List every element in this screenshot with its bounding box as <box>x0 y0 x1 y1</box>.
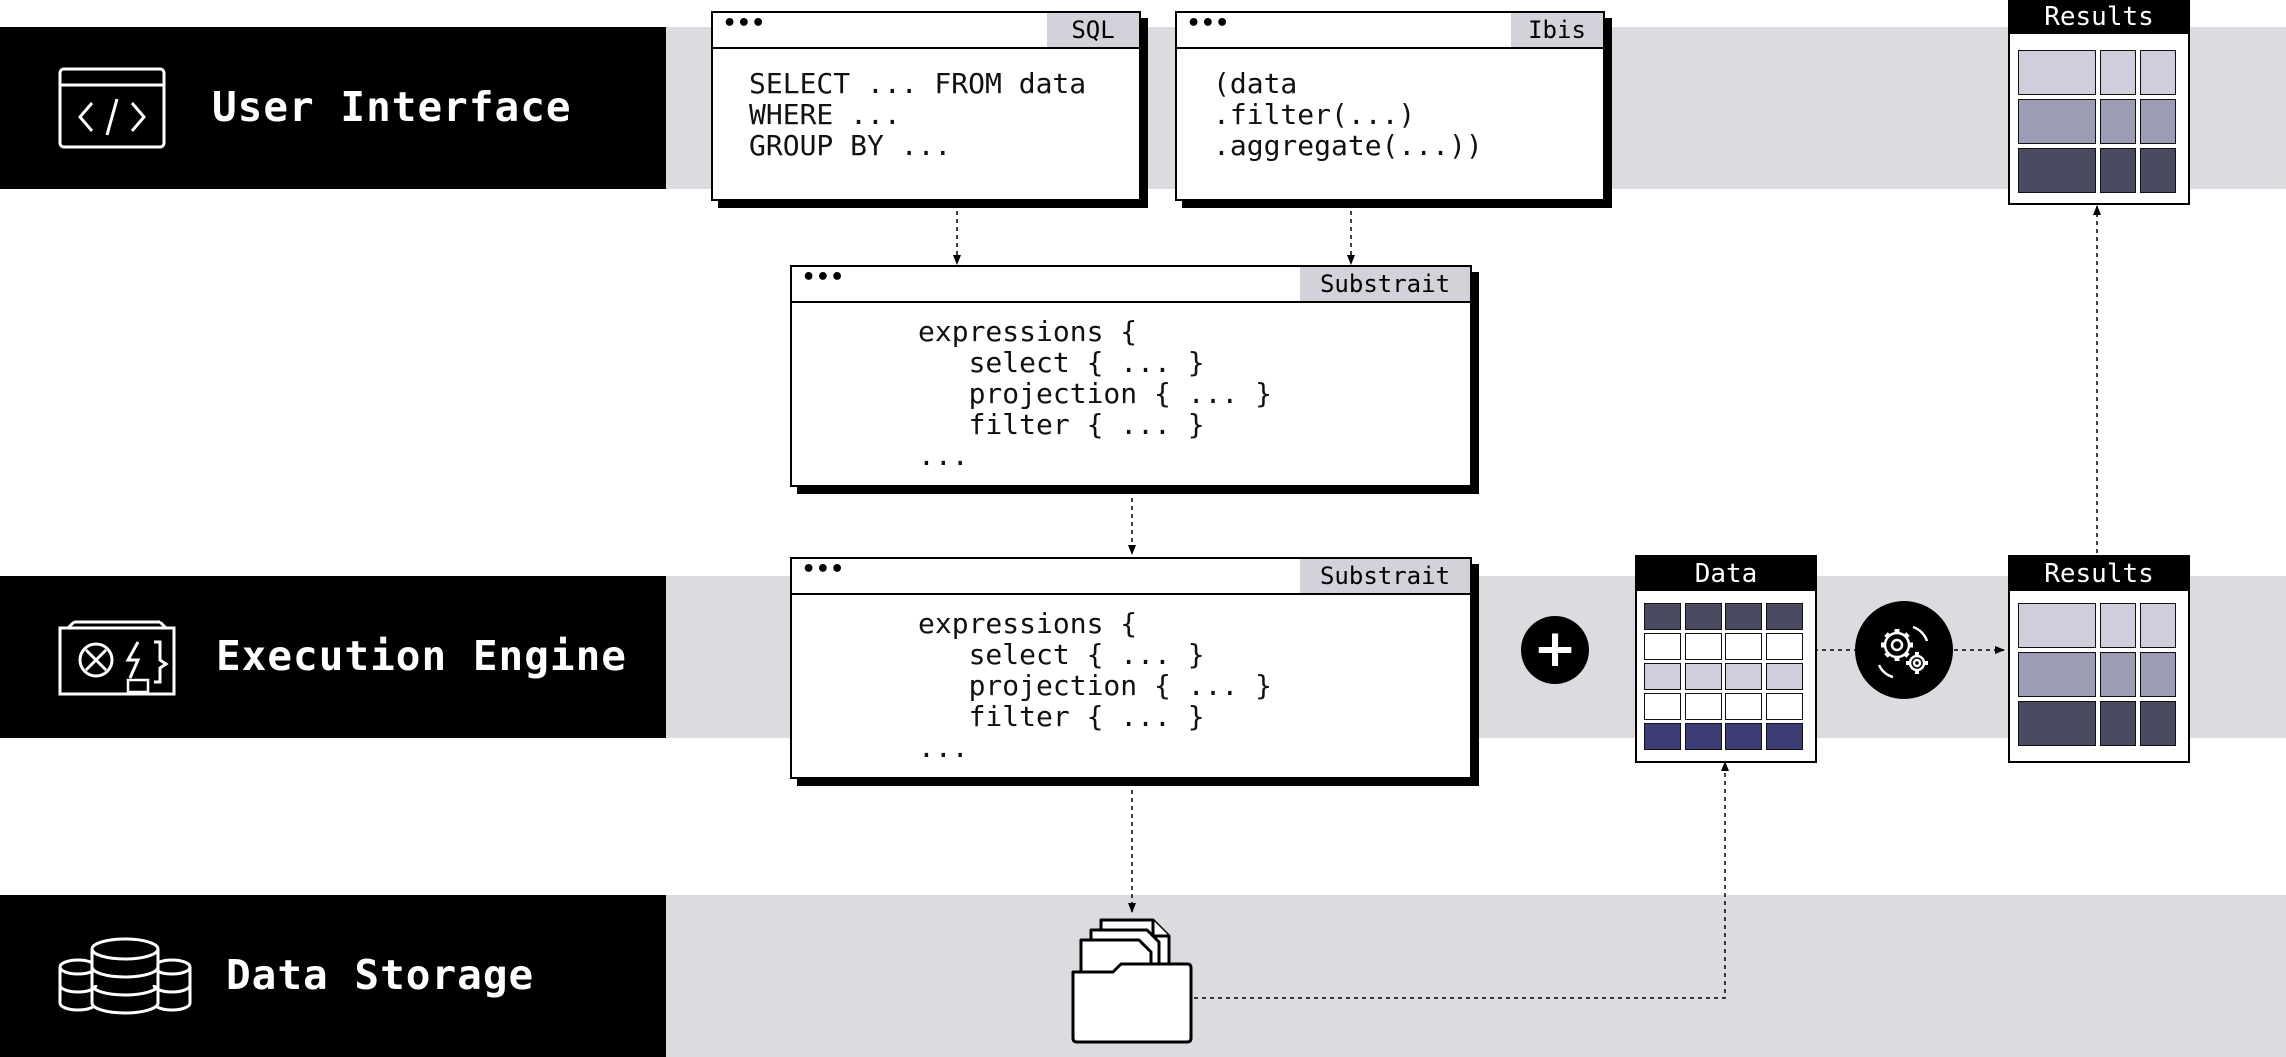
window-titlebar: ••• Substrait <box>792 559 1470 595</box>
ibis-code: (data .filter(...) .aggregate(...)) <box>1213 67 1483 162</box>
execution-engine-label: Execution Engine <box>0 576 666 738</box>
sql-code: SELECT ... FROM data WHERE ... GROUP BY … <box>749 67 1087 162</box>
table-cell <box>2018 701 2096 746</box>
sql-tag: SQL <box>1047 13 1139 47</box>
ibis-query-window: ••• Ibis (data .filter(...) .aggregate(.… <box>1175 11 1605 201</box>
database-stack-icon <box>58 937 192 1015</box>
data-storage-label: Data Storage <box>0 895 666 1057</box>
window-dots-icon: ••• <box>802 265 845 290</box>
window-dots-icon: ••• <box>723 11 766 36</box>
code-window-icon <box>58 67 166 149</box>
table-cell <box>1684 723 1722 750</box>
window-dots-icon: ••• <box>802 557 845 582</box>
folder-files-icon <box>1071 918 1193 1044</box>
results-ui-table: Results <box>2008 0 2190 205</box>
table-cell <box>2018 652 2096 697</box>
results-engine-header: Results <box>2010 557 2188 591</box>
plus-icon: + <box>1521 616 1589 684</box>
table-cell <box>1765 603 1803 630</box>
table-cell <box>2140 148 2176 193</box>
results-ui-header: Results <box>2010 0 2188 34</box>
table-cell <box>2140 50 2176 95</box>
sql-query-window: ••• SQL SELECT ... FROM data WHERE ... G… <box>711 11 1141 201</box>
data-table: Data <box>1635 555 1817 763</box>
substrait-plan-code: expressions { select { ... } projection … <box>918 315 1273 472</box>
table-cell <box>1725 693 1762 720</box>
table-cell <box>2100 603 2136 648</box>
window-titlebar: ••• Substrait <box>792 267 1470 303</box>
results-engine-table: Results <box>2008 555 2190 763</box>
table-cell <box>2140 701 2176 746</box>
table-cell <box>1684 603 1722 630</box>
table-cell <box>2018 50 2096 95</box>
table-cell <box>2100 701 2136 746</box>
table-cell <box>1644 633 1681 660</box>
table-cell <box>1765 693 1803 720</box>
table-cell <box>1684 693 1722 720</box>
table-cell <box>1725 663 1762 690</box>
substrait-tag: Substrait <box>1300 267 1470 301</box>
table-cell <box>1765 723 1803 750</box>
substrait-engine-code: expressions { select { ... } projection … <box>918 607 1273 764</box>
table-cell <box>1725 633 1762 660</box>
table-cell <box>1684 663 1722 690</box>
table-cell <box>1725 723 1762 750</box>
table-cell <box>2140 99 2176 144</box>
table-cell <box>2100 50 2136 95</box>
table-cell <box>1644 603 1681 630</box>
table-cell <box>1684 633 1722 660</box>
substrait-plan-window: ••• Substrait expressions { select { ...… <box>790 265 1472 487</box>
window-titlebar: ••• Ibis <box>1177 13 1603 49</box>
ibis-tag: Ibis <box>1511 13 1603 47</box>
table-cell <box>2100 652 2136 697</box>
table-cell <box>2140 652 2176 697</box>
table-cell <box>2140 603 2176 648</box>
data-storage-text: Data Storage <box>226 951 535 999</box>
table-cell <box>1725 603 1762 630</box>
server-hardware-icon <box>58 620 176 696</box>
table-cell <box>2100 148 2136 193</box>
table-cell <box>2018 603 2096 648</box>
execution-engine-text: Execution Engine <box>216 632 627 680</box>
table-cell <box>1765 663 1803 690</box>
window-dots-icon: ••• <box>1187 11 1230 36</box>
data-table-header: Data <box>1637 557 1815 591</box>
window-titlebar: ••• SQL <box>713 13 1139 49</box>
table-cell <box>1644 723 1681 750</box>
table-cell <box>1765 633 1803 660</box>
substrait-tag: Substrait <box>1300 559 1470 593</box>
table-cell <box>2018 99 2096 144</box>
user-interface-label: User Interface <box>0 27 666 189</box>
substrait-engine-window: ••• Substrait expressions { select { ...… <box>790 557 1472 779</box>
table-cell <box>2100 99 2136 144</box>
user-interface-text: User Interface <box>212 83 572 131</box>
table-cell <box>1644 663 1681 690</box>
table-cell <box>1644 693 1681 720</box>
gears-icon <box>1855 601 1953 699</box>
table-cell <box>2018 148 2096 193</box>
